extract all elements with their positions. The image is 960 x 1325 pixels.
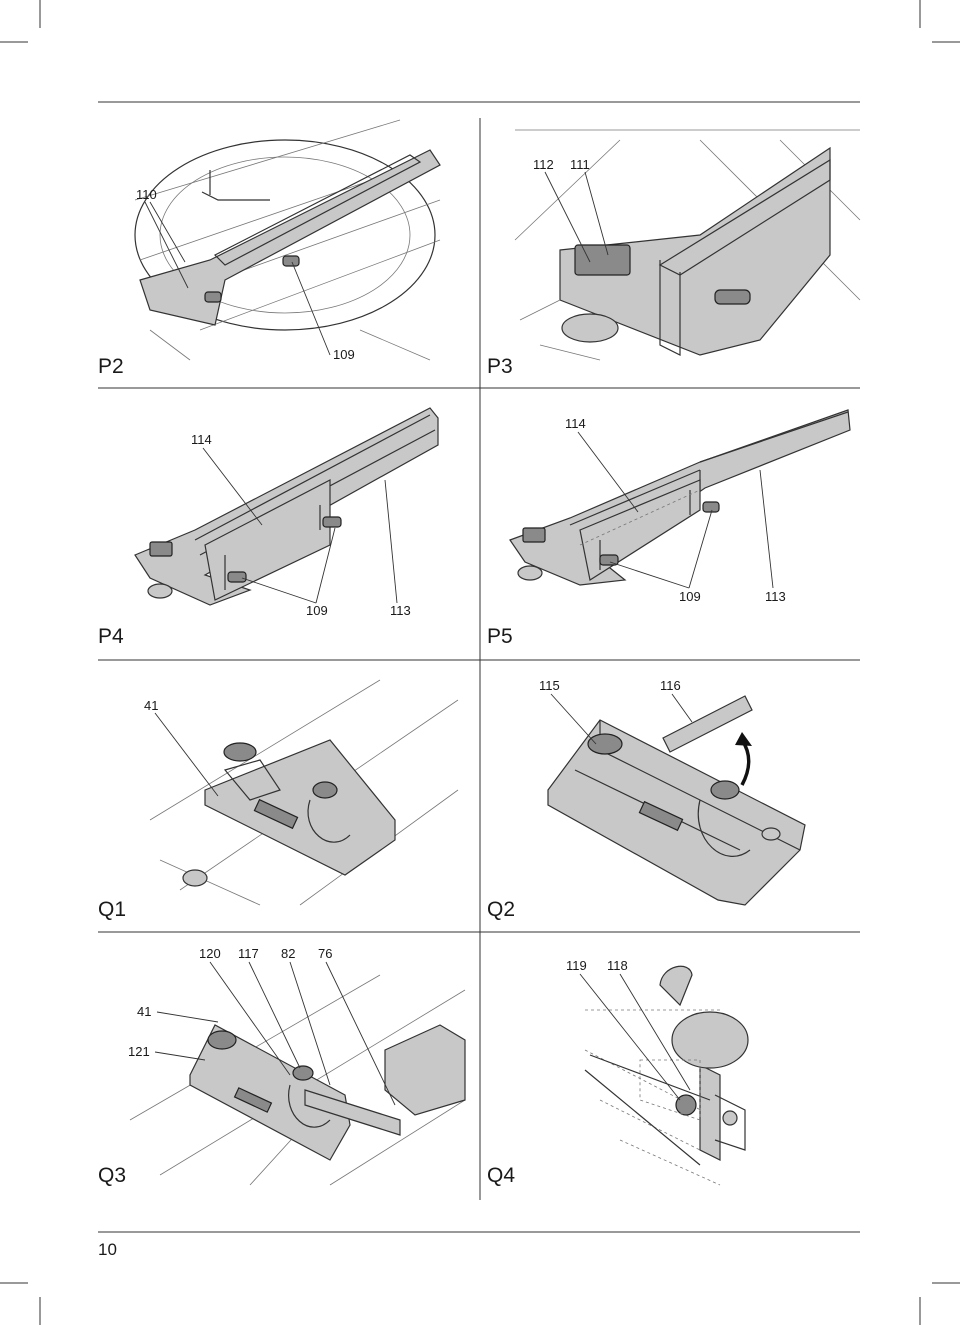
figure-Q1: 41 Q1 [98, 679, 459, 921]
panel-label-P5: P5 [487, 625, 513, 648]
figure-Q4: 119 118 Q4 [487, 958, 749, 1187]
callout: 113 [765, 589, 786, 604]
callout: 112 [533, 157, 554, 172]
callout: 109 [333, 347, 355, 362]
illustration-P4 [134, 407, 439, 606]
callout: 82 [281, 946, 295, 961]
callout: 41 [137, 1004, 151, 1019]
figure-P3: 112 111 P3 [487, 129, 861, 378]
illustration-Q1 [149, 679, 459, 906]
callout: 114 [565, 416, 586, 431]
callout: 111 [570, 157, 590, 172]
callout: 113 [390, 603, 411, 618]
illustration-P3 [514, 129, 861, 361]
illustration-P5 [509, 409, 851, 586]
page-frame [98, 101, 860, 1233]
panel-label-Q1: Q1 [98, 898, 126, 921]
figure-P2: 110 109 P2 [98, 119, 441, 378]
figure-P5: 114 109 113 P5 [487, 409, 851, 648]
callout: 110 [136, 187, 157, 202]
panel-label-Q2: Q2 [487, 898, 515, 921]
callout: 120 [199, 946, 221, 961]
callout: 115 [539, 678, 560, 693]
callout: 121 [128, 1044, 150, 1059]
callout: 41 [144, 698, 158, 713]
callout: 109 [306, 603, 328, 618]
illustration-Q3 [129, 974, 466, 1186]
callout: 119 [566, 958, 587, 973]
panel-label-P4: P4 [98, 625, 124, 648]
figure-P4: 114 109 113 P4 [98, 407, 439, 648]
figure-Q3: 120 117 82 76 41 121 Q3 [98, 946, 466, 1187]
callout: 76 [318, 946, 332, 961]
panel-label-Q3: Q3 [98, 1164, 126, 1187]
page-number: 10 [98, 1240, 117, 1259]
callout: 117 [238, 946, 259, 961]
illustration-Q2 [547, 695, 806, 906]
illustration-Q4 [584, 965, 749, 1186]
callout: 109 [679, 589, 701, 604]
panel-label-P2: P2 [98, 355, 124, 378]
callout: 116 [660, 678, 681, 693]
panel-label-Q4: Q4 [487, 1164, 515, 1187]
figure-Q2: 115 116 Q2 [487, 678, 806, 921]
callout: 118 [607, 958, 628, 973]
panel-label-P3: P3 [487, 355, 513, 378]
callout: 114 [191, 432, 212, 447]
illustration-P2 [134, 119, 441, 361]
